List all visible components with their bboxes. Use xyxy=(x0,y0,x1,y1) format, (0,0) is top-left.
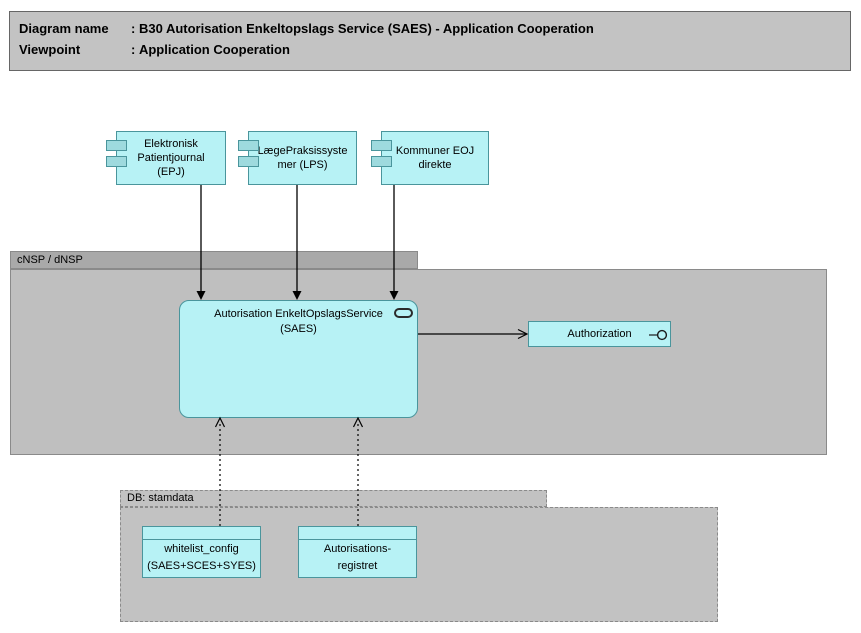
group-db-stamdata-header[interactable]: DB: stamdata xyxy=(120,490,547,507)
interface-authorization-label: Authorization xyxy=(567,328,632,340)
component-epj[interactable]: Elektronisk Patientjournal (EPJ) xyxy=(106,131,226,185)
service-oval-icon xyxy=(394,308,413,318)
data-object-whitelist-config-label: whitelist_config (SAES+SCES+SYES) xyxy=(147,543,256,572)
data-object-whitelist-config[interactable]: whitelist_config (SAES+SCES+SYES) xyxy=(142,526,261,578)
component-kommuner-eoj[interactable]: Kommuner EOJ direkte xyxy=(371,131,489,185)
component-ports-icon xyxy=(106,140,127,151)
diagram-name-label: Diagram name xyxy=(19,21,109,36)
service-saes-label: Autorisation EnkeltOpslagsService (SAES) xyxy=(214,308,383,335)
component-lps-label: LægePraksissyste mer (LPS) xyxy=(257,145,348,171)
component-ports-icon xyxy=(238,140,259,151)
component-ports-icon xyxy=(238,156,259,167)
group-cnsp-dnsp-header[interactable]: cNSP / dNSP xyxy=(10,251,418,269)
data-object-header-bar xyxy=(299,527,416,540)
group-db-stamdata-label: DB: stamdata xyxy=(127,492,194,504)
lollipop-icon xyxy=(649,329,668,341)
component-epj-label: Elektronisk Patientjournal (EPJ) xyxy=(137,138,205,178)
title-row-viewpoint: Viewpoint: Application Cooperation xyxy=(19,39,850,60)
separator: : xyxy=(131,21,136,36)
separator: : xyxy=(131,42,136,57)
component-ports-icon xyxy=(106,156,127,167)
group-cnsp-dnsp-body[interactable] xyxy=(10,269,827,455)
title-block: Diagram name: B30 Autorisation Enkeltops… xyxy=(9,11,851,71)
diagram-name-value: B30 Autorisation Enkeltopslags Service (… xyxy=(138,21,594,36)
title-row-diagram-name: Diagram name: B30 Autorisation Enkeltops… xyxy=(19,18,850,39)
data-object-autorisationsregistret[interactable]: Autorisations- registret xyxy=(298,526,417,578)
interface-authorization[interactable]: Authorization xyxy=(528,321,671,347)
data-object-autorisationsregistret-label: Autorisations- registret xyxy=(323,543,392,572)
component-lps[interactable]: LægePraksissyste mer (LPS) xyxy=(238,131,357,185)
data-object-header-bar xyxy=(143,527,260,540)
component-ports-icon xyxy=(371,156,392,167)
service-saes[interactable]: Autorisation EnkeltOpslagsService (SAES) xyxy=(179,300,418,418)
viewpoint-label: Viewpoint xyxy=(19,42,81,57)
component-kommuner-eoj-label: Kommuner EOJ direkte xyxy=(395,145,475,171)
viewpoint-value: Application Cooperation xyxy=(138,42,290,57)
component-ports-icon xyxy=(371,140,392,151)
group-cnsp-dnsp-label: cNSP / dNSP xyxy=(17,254,83,266)
